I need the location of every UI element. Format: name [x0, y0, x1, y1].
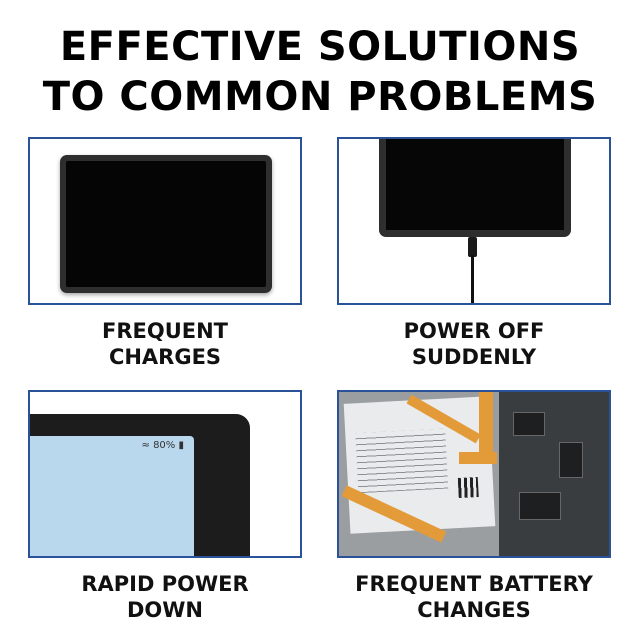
caption-frequent-charges: FREQUENT CHARGES	[28, 318, 302, 370]
caption-line-1: FREQUENT BATTERY	[355, 572, 593, 596]
battery-pack	[343, 396, 496, 534]
caption-line-1: RAPID POWER	[81, 572, 249, 596]
charging-cable	[471, 255, 474, 303]
circuit-board	[499, 392, 609, 556]
panel-battery-changes	[337, 390, 611, 558]
tablet-internals-image	[339, 392, 609, 556]
battery-icon: ▮	[178, 440, 184, 451]
caption-line-2: SUDDENLY	[411, 345, 537, 369]
tablet-image	[60, 155, 272, 293]
usb-plug-icon	[468, 237, 477, 257]
caption-line-1: POWER OFF	[403, 319, 545, 343]
caption-power-off: POWER OFF SUDDENLY	[337, 318, 611, 370]
caption-line-1: FREQUENT	[101, 319, 228, 343]
panel-power-off	[337, 137, 611, 305]
caption-rapid-power-down: RAPID POWER DOWN	[28, 571, 302, 623]
caption-line-2: CHARGES	[108, 345, 222, 369]
panel-frequent-charges	[28, 137, 302, 305]
caption-battery-changes: FREQUENT BATTERY CHANGES	[337, 571, 611, 623]
flex-cable	[459, 452, 497, 464]
caption-line-2: DOWN	[126, 598, 204, 622]
battery-status: ≈ 80% ▮	[141, 440, 184, 451]
qr-code-icon	[457, 476, 479, 498]
tablet-corner-image: ≈ 80% ▮	[30, 414, 250, 556]
headline-line-2: TO COMMON PROBLEMS	[42, 74, 598, 120]
wifi-icon: ≈	[141, 440, 150, 451]
battery-percent: 80%	[153, 440, 176, 451]
headline-line-1: EFFECTIVE SOLUTIONS	[59, 24, 581, 70]
caption-line-2: CHANGES	[417, 598, 531, 622]
flex-cable	[479, 392, 493, 452]
tablet-charging-image	[379, 139, 571, 237]
panel-rapid-power-down: ≈ 80% ▮	[28, 390, 302, 558]
